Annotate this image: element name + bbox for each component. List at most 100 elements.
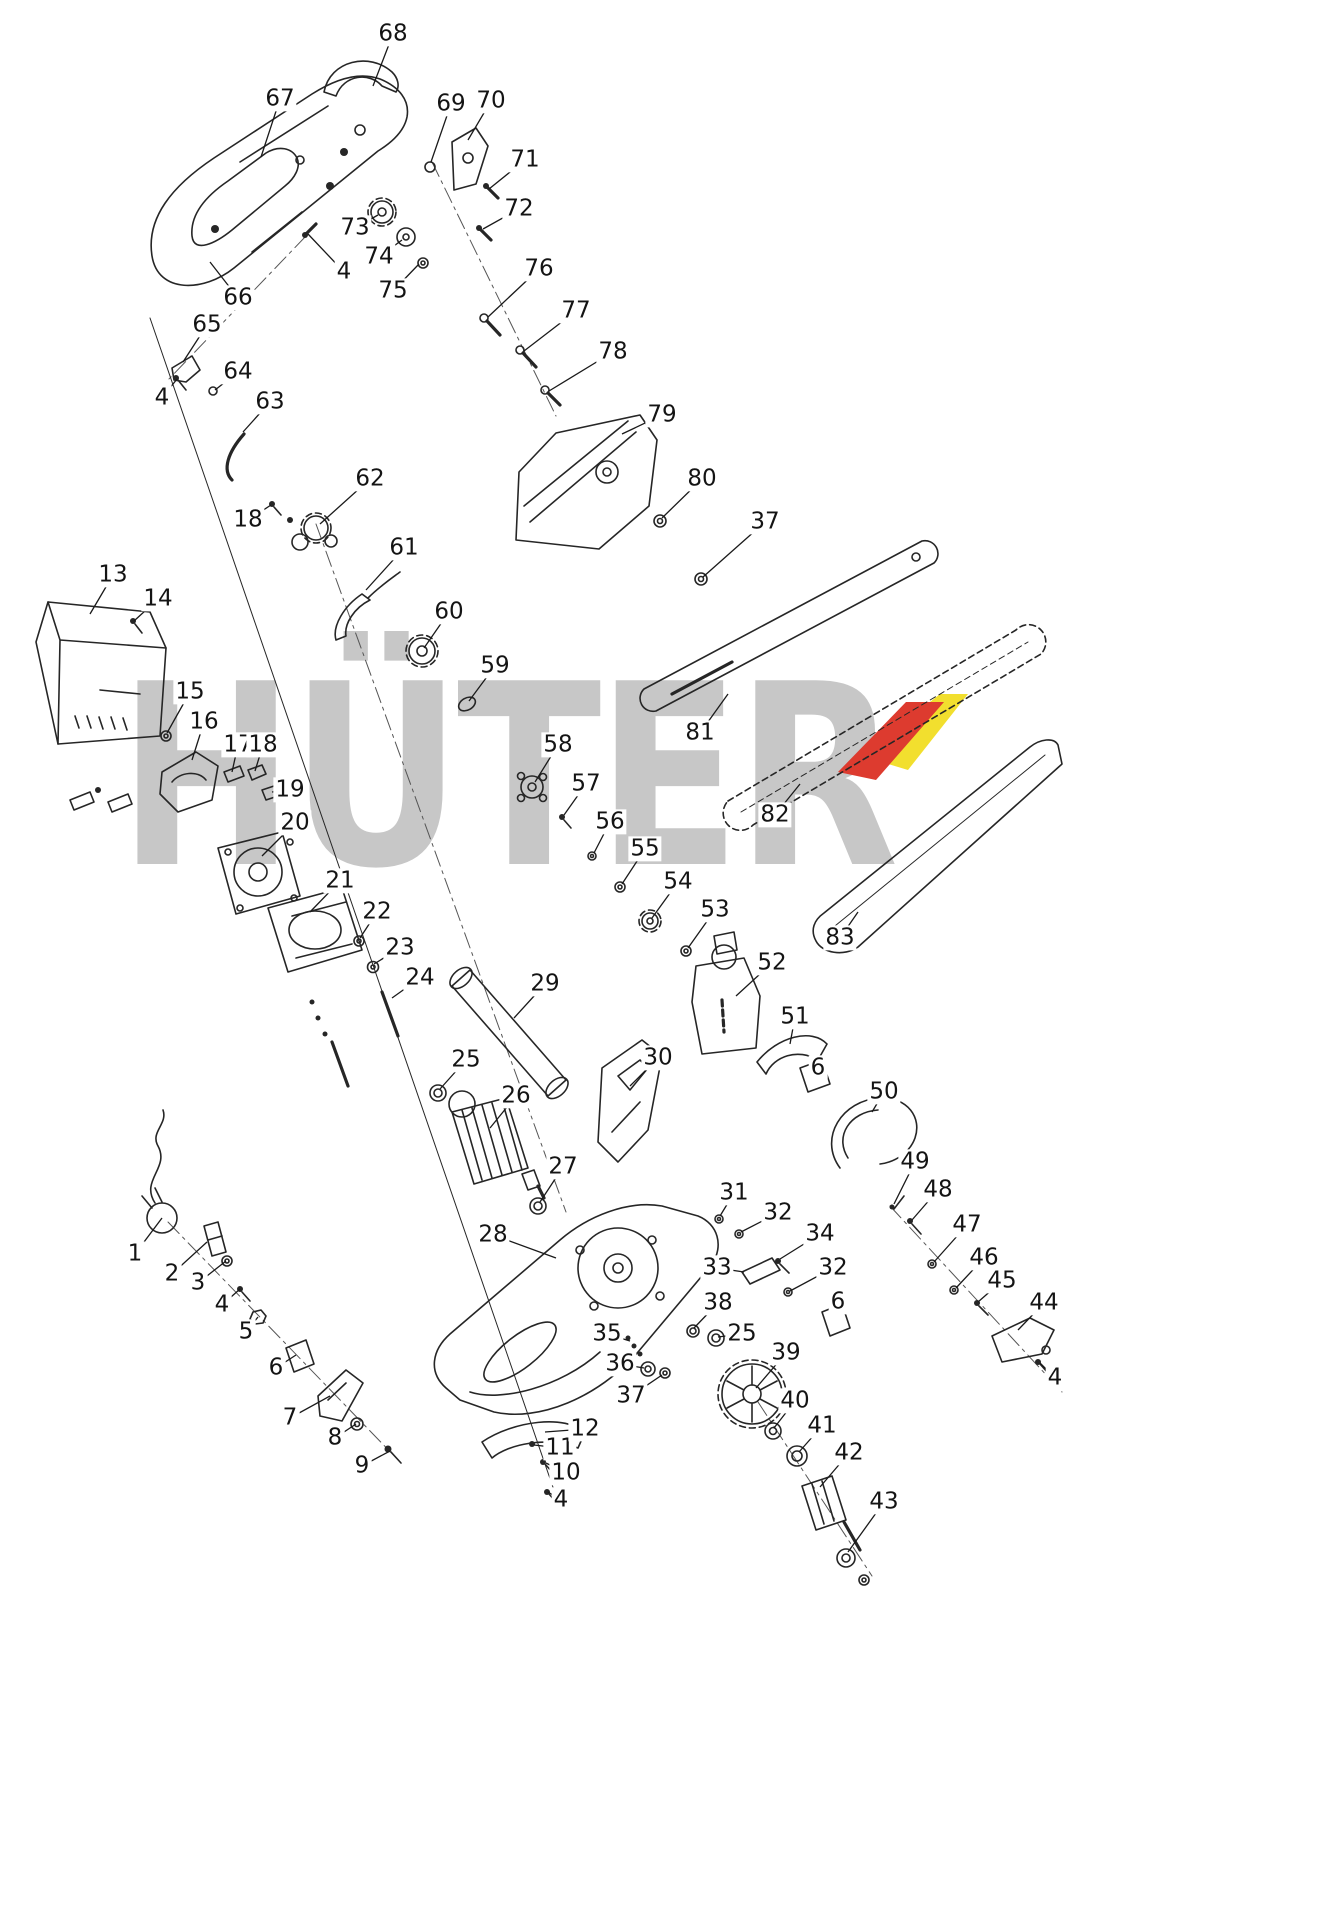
part-number-4: 4 [551, 1486, 571, 1513]
part-number-27: 27 [546, 1153, 580, 1180]
part-number-28: 28 [476, 1221, 510, 1248]
part-number-46: 46 [967, 1244, 1001, 1271]
part-number-32: 32 [761, 1199, 795, 1226]
part-number-31: 31 [717, 1179, 751, 1206]
part-number-24: 24 [403, 964, 437, 991]
part-number-6: 6 [828, 1288, 848, 1315]
part-number-62: 62 [353, 465, 387, 492]
part-number-74: 74 [362, 243, 396, 270]
part-number-4: 4 [212, 1291, 232, 1318]
part-number-34: 34 [803, 1220, 837, 1247]
part-number-37: 37 [748, 508, 782, 535]
part-number-32: 32 [816, 1254, 850, 1281]
part-number-37: 37 [614, 1382, 648, 1409]
brand-watermark-text: HÜTER [118, 631, 899, 924]
part-number-51: 51 [778, 1003, 812, 1030]
screws-76-78-sketch [479, 313, 562, 407]
stator-sketch [267, 887, 363, 973]
part-number-10: 10 [549, 1459, 583, 1486]
part-number-65: 65 [190, 311, 224, 338]
part-number-70: 70 [474, 87, 508, 114]
part-number-38: 38 [701, 1289, 735, 1316]
part-number-25: 25 [449, 1046, 483, 1073]
top-fasteners-sketch [173, 127, 500, 391]
oil-tank-sketch [691, 931, 761, 1055]
part-number-21: 21 [323, 867, 357, 894]
part-number-56: 56 [593, 808, 627, 835]
part-number-9: 9 [352, 1452, 372, 1479]
part-number-30: 30 [641, 1044, 675, 1071]
part-number-82: 82 [758, 801, 792, 828]
part-number-23: 23 [383, 934, 417, 961]
part-number-6: 6 [266, 1354, 286, 1381]
part-number-76: 76 [522, 255, 556, 282]
part-number-77: 77 [559, 297, 593, 324]
part-number-5: 5 [236, 1318, 256, 1345]
part-number-4: 4 [152, 384, 172, 411]
bearing-27-sketch [529, 1197, 547, 1215]
part-number-3: 3 [188, 1269, 208, 1296]
part-number-68: 68 [376, 20, 410, 47]
part-number-8: 8 [325, 1424, 345, 1451]
part-number-50: 50 [867, 1078, 901, 1105]
part-number-14: 14 [141, 585, 175, 612]
part-number-45: 45 [985, 1267, 1019, 1294]
part-number-79: 79 [645, 401, 679, 428]
armature-sketch [448, 1090, 546, 1200]
part-number-55: 55 [628, 835, 662, 862]
part-number-80: 80 [685, 465, 719, 492]
bar-cover-sketch [812, 739, 1063, 954]
part-number-73: 73 [338, 214, 372, 241]
part-number-81: 81 [683, 719, 717, 746]
part-number-18: 18 [246, 731, 280, 758]
part-number-41: 41 [805, 1412, 839, 1439]
part-number-43: 43 [867, 1488, 901, 1515]
part-number-1: 1 [125, 1240, 145, 1267]
rear-housing-sketch [150, 60, 409, 287]
part-number-16: 16 [187, 708, 221, 735]
part-number-64: 64 [221, 358, 255, 385]
part-number-15: 15 [173, 678, 207, 705]
part-number-63: 63 [253, 388, 287, 415]
part-number-75: 75 [376, 277, 410, 304]
accent-red-stripe [838, 702, 944, 780]
part-number-29: 29 [528, 970, 562, 997]
part-number-71: 71 [508, 146, 542, 173]
part-number-39: 39 [769, 1339, 803, 1366]
part-number-61: 61 [387, 534, 421, 561]
part-number-7: 7 [280, 1404, 300, 1431]
part-number-47: 47 [950, 1211, 984, 1238]
part-number-40: 40 [778, 1387, 812, 1414]
part-number-36: 36 [603, 1350, 637, 1377]
part-number-53: 53 [698, 896, 732, 923]
part-number-4: 4 [334, 258, 354, 285]
part-number-49: 49 [898, 1148, 932, 1175]
part-number-48: 48 [921, 1176, 955, 1203]
part-number-52: 52 [755, 949, 789, 976]
small-parts-22-24-sketch [309, 935, 400, 1088]
part-number-18: 18 [231, 506, 265, 533]
battery-box-sketch [35, 601, 167, 745]
main-housing-sketch [433, 1204, 719, 1416]
part-number-19: 19 [273, 776, 307, 803]
part-number-20: 20 [278, 809, 312, 836]
washers-80-37-sketch [653, 514, 708, 586]
part-number-66: 66 [221, 284, 255, 311]
part-number-67: 67 [263, 85, 297, 112]
part-number-60: 60 [432, 598, 466, 625]
fan-housing-sketch [217, 831, 301, 915]
part-number-57: 57 [569, 770, 603, 797]
part-number-35: 35 [590, 1320, 624, 1347]
part-number-58: 58 [541, 731, 575, 758]
part-number-54: 54 [661, 868, 695, 895]
part-number-78: 78 [596, 338, 630, 365]
bottom-left-parts-sketch [141, 1109, 402, 1464]
part-number-72: 72 [502, 195, 536, 222]
part-number-83: 83 [823, 924, 857, 951]
mid-gear-train-sketch [171, 355, 692, 957]
part-number-33: 33 [700, 1254, 734, 1281]
